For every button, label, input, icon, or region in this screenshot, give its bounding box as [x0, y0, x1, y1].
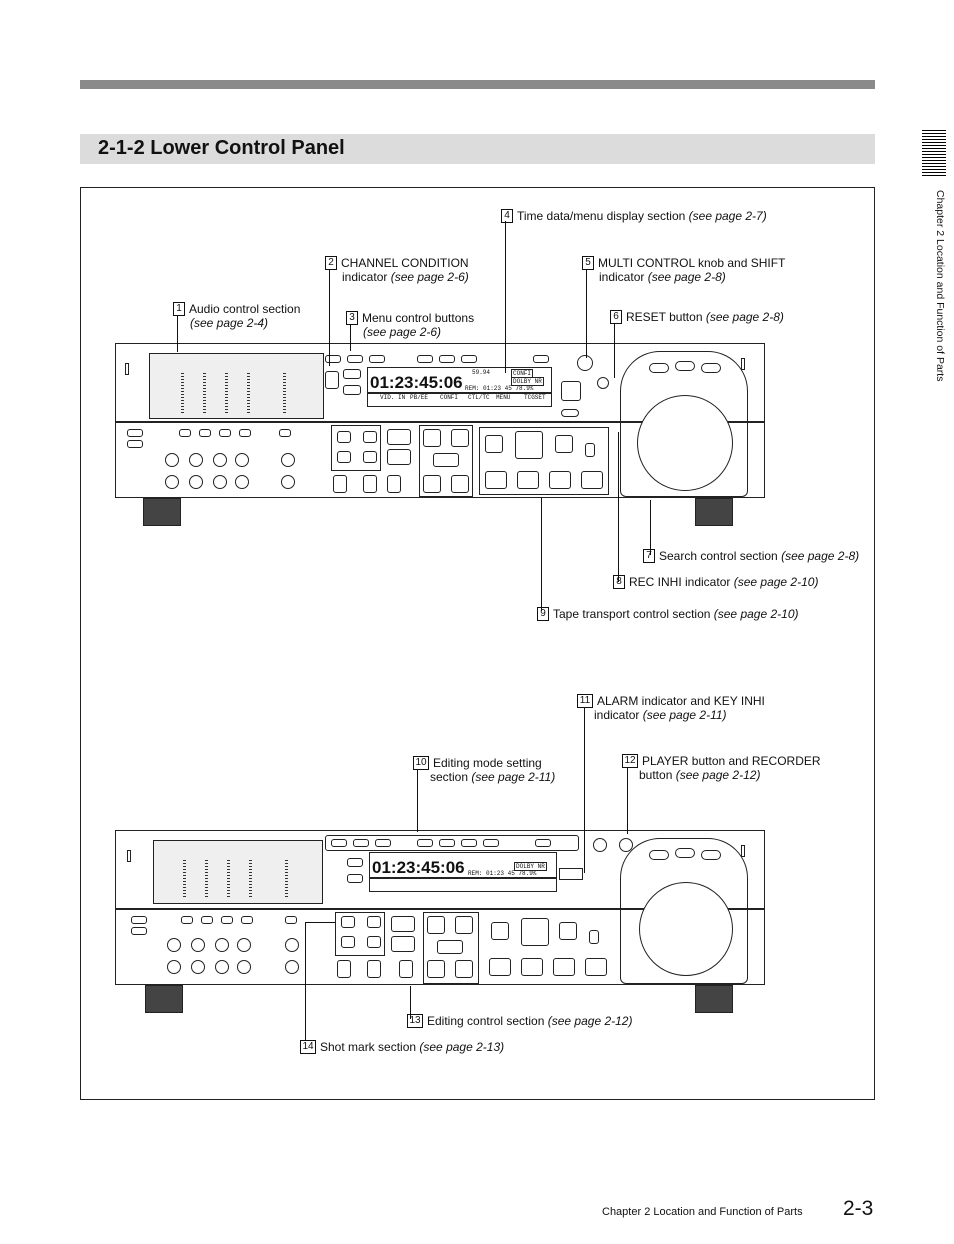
player-button[interactable]: [593, 838, 607, 852]
section-title-bar: 2-1-2 Lower Control Panel: [80, 134, 875, 164]
menu-tcgset: TCGSET: [524, 394, 546, 401]
shift-indicator: [561, 409, 579, 417]
editing-control-section: [423, 912, 479, 984]
figure-frame: [80, 187, 875, 1100]
vtr-panel-lower: 01:23:45:06 REM: 01:23 45 78.9% DOLBY NR: [115, 830, 765, 1015]
remaining-readout-lower: REM: 01:23 45 78.9%: [468, 870, 537, 877]
frame-rate: 59.94: [472, 369, 491, 376]
audio-meters: [149, 353, 324, 419]
chapter-side-label: Chapter 2 Location and Function of Parts: [934, 190, 946, 382]
footer-chapter: Chapter 2 Location and Function of Parts: [602, 1206, 803, 1218]
menu-vid-in: VID. IN: [380, 394, 406, 401]
menu-confi: CONFI: [440, 394, 459, 401]
timecode-readout-lower: 01:23:45:06: [372, 858, 465, 877]
dolby-indicator-lower: DOLBY NR: [514, 862, 547, 871]
remaining-readout: REM: 01:23 45 78.9%: [465, 385, 534, 392]
alarm-indicator: [559, 868, 583, 880]
multi-control-knob[interactable]: [577, 355, 593, 371]
reset-button[interactable]: [597, 377, 609, 389]
top-rule: [80, 80, 875, 89]
shot-mark-section: [335, 912, 385, 956]
recorder-button[interactable]: [619, 838, 633, 852]
menu-menu: MENU: [496, 394, 511, 401]
conf-indicator: CONFI: [511, 369, 534, 378]
page-number: 2-3: [843, 1197, 874, 1220]
section-title: 2-1-2 Lower Control Panel: [98, 137, 345, 159]
chapter-tab-stripe: [922, 130, 946, 176]
menu-ctl-tc: CTL/TC: [468, 394, 490, 401]
search-dial[interactable]: [637, 395, 733, 491]
time-data-display: 01:23:45:06 REM: 01:23 45 78.9% DOLBY NR…: [367, 367, 552, 407]
menu-pb-ee: PB/EE: [410, 394, 429, 401]
timecode-readout: 01:23:45:06: [370, 373, 463, 392]
vtr-panel-upper: 01:23:45:06 REM: 01:23 45 78.9% DOLBY NR…: [115, 343, 765, 528]
dolby-indicator: DOLBY NR: [511, 377, 544, 386]
rec-button[interactable]: [515, 431, 543, 459]
